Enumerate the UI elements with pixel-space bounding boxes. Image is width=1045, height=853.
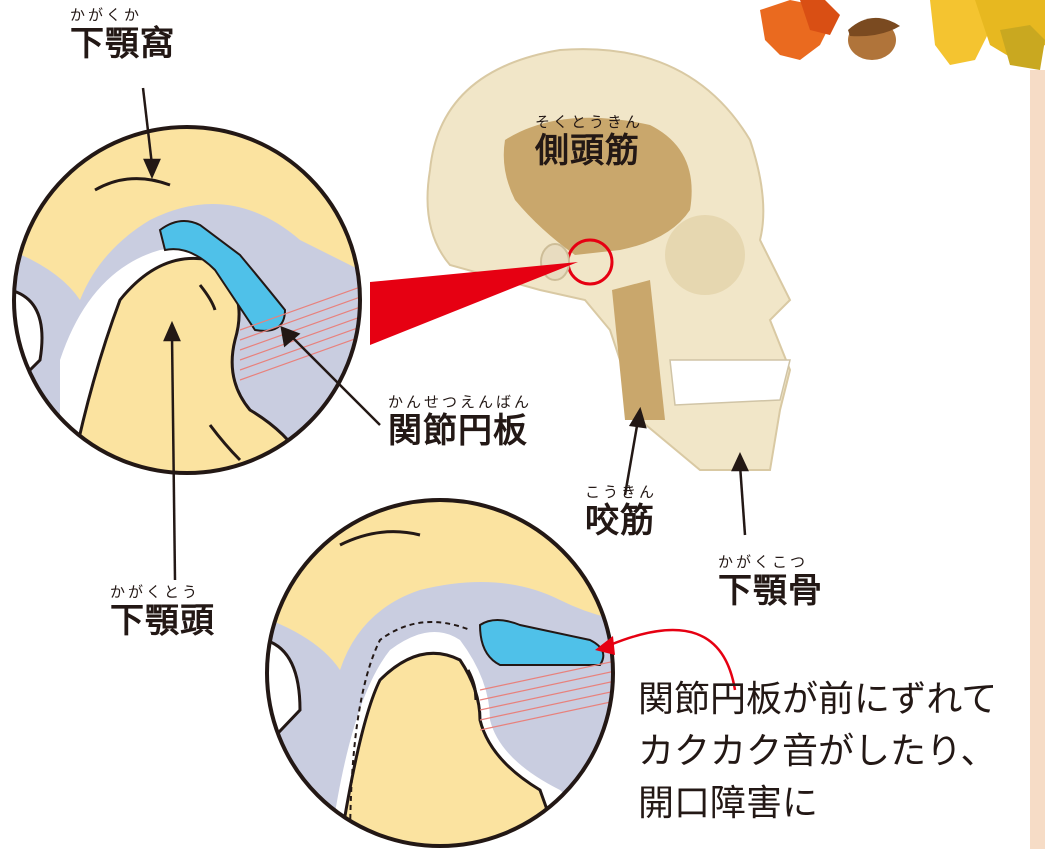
note-text: 関節円板が前にずれて カクカク音がしたり、 開口障害に: [638, 674, 997, 830]
label-articular-disc: かんせつえんばん 関節円板: [388, 395, 532, 448]
label-mandibular-fossa: かがくか 下顎窩: [70, 8, 175, 61]
autumn-leaves-icon: [760, 0, 1045, 70]
side-panel: [1030, 70, 1045, 849]
label-masseter: こうきん 咬筋: [585, 485, 657, 538]
label-temporalis: そくとうきん 側頭筋: [535, 115, 643, 168]
label-mandible: かがくこつ 下顎骨: [718, 555, 823, 608]
label-condyle: かがくとう 下顎頭: [110, 585, 215, 638]
normal-joint-detail: [0, 120, 380, 480]
acorn-icon: [848, 18, 900, 60]
